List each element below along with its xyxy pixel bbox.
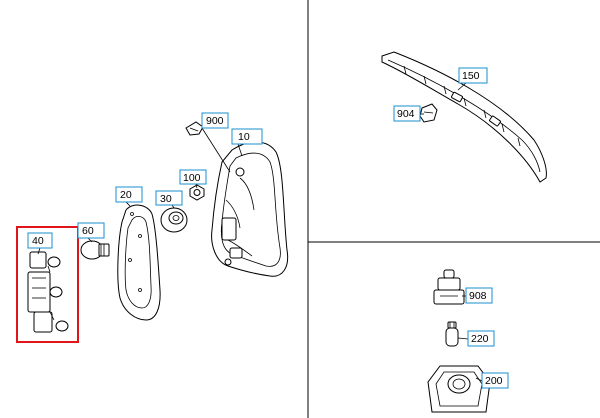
brake-light-strip-part-150[interactable] <box>381 51 547 183</box>
svg-text:10: 10 <box>238 131 250 143</box>
svg-text:200: 200 <box>485 375 503 387</box>
highlight-frame <box>16 226 79 343</box>
callout-908: 908 <box>465 287 493 304</box>
nut-part-100[interactable] <box>189 184 205 201</box>
bulb-part-220[interactable] <box>445 321 459 347</box>
callout-60: 60 <box>77 222 105 239</box>
svg-text:220: 220 <box>471 333 489 345</box>
svg-text:904: 904 <box>397 108 415 120</box>
svg-text:908: 908 <box>469 290 487 302</box>
license-lamp-housing-part-200[interactable] <box>427 365 491 413</box>
tail-lamp-housing-part[interactable] <box>211 141 289 277</box>
callout-40: 40 <box>27 232 53 249</box>
bulb-socket-part-908[interactable] <box>433 269 465 305</box>
callout-220: 220 <box>467 330 495 347</box>
bulb-holder-part-40[interactable] <box>27 251 69 333</box>
bulb-part-60[interactable] <box>80 240 110 260</box>
callout-100: 100 <box>179 169 207 185</box>
callout-30: 30 <box>155 190 183 206</box>
svg-text:900: 900 <box>206 115 224 127</box>
callout-200: 200 <box>481 372 509 389</box>
callout-904: 904 <box>393 105 421 122</box>
svg-text:100: 100 <box>183 172 201 184</box>
callout-20: 20 <box>115 186 143 203</box>
grommet-part-30[interactable] <box>160 207 188 233</box>
clip-part-900[interactable] <box>185 121 204 136</box>
callout-150: 150 <box>458 67 488 84</box>
svg-text:150: 150 <box>462 70 480 82</box>
callout-900: 900 <box>201 112 229 129</box>
svg-text:40: 40 <box>32 235 44 247</box>
gasket-part-20[interactable] <box>117 204 161 321</box>
svg-text:30: 30 <box>160 193 172 205</box>
callout-10: 10 <box>231 128 263 145</box>
clip-part-904[interactable] <box>419 103 438 123</box>
svg-text:60: 60 <box>82 225 94 237</box>
leader-lines <box>37 82 483 382</box>
svg-text:20: 20 <box>120 189 132 201</box>
